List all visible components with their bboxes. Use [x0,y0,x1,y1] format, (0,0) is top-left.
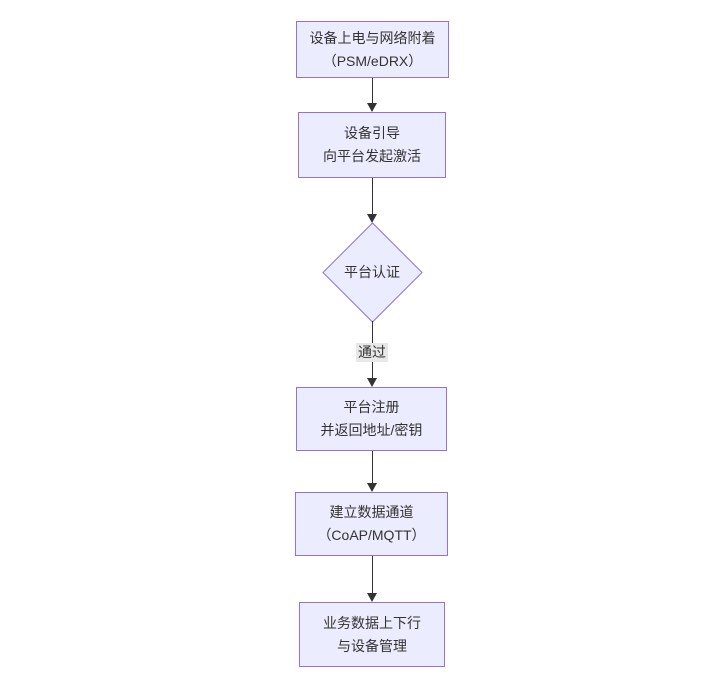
node-label-line: 与设备管理 [337,637,407,654]
node-label-line: 设备上电与网络附着 [309,29,436,46]
edge-line [372,556,373,594]
arrow-down-icon [367,483,377,492]
node-label-line: （CoAP/MQTT） [317,527,426,543]
edge-line [372,451,373,484]
node-business-data: 业务数据上下行 与设备管理 [299,602,445,667]
edge-line [372,78,373,104]
node-label-line: 平台注册 [343,399,400,415]
arrow-down-icon [367,593,377,602]
node-label-line: 设备引导 [344,125,400,141]
node-bootstrap: 设备引导 向平台发起激活 [298,112,446,178]
node-label-line: 并返回地址/密钥 [320,422,423,438]
node-register: 平台注册 并返回地址/密钥 [296,387,447,451]
arrow-down-icon [367,103,377,112]
node-data-channel: 建立数据通道 （CoAP/MQTT） [295,492,448,556]
arrow-down-icon [367,214,377,223]
node-platform-auth-decision: 平台认证 [321,221,423,323]
node-label-line: 向平台发起激活 [323,148,421,164]
edge-line [372,178,373,215]
node-label-line: 业务数据上下行 [323,614,421,631]
node-label-line: 平台认证 [344,264,400,280]
node-power-attach: 设备上电与网络附着 （PSM/eDRX） [296,21,449,78]
node-label-line: （PSM/eDRX） [322,52,423,69]
node-label-line: 建立数据通道 [329,504,414,520]
edge-label-pass: 通过 [356,343,388,362]
arrow-down-icon [367,378,377,387]
